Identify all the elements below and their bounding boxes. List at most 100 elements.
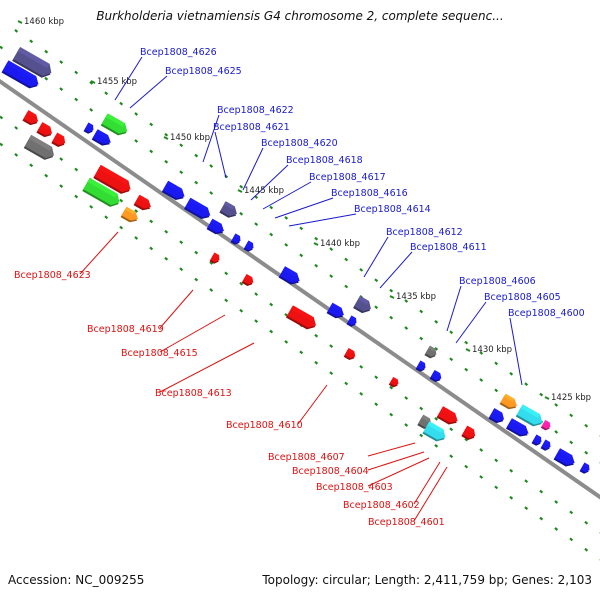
gene-feature — [209, 252, 220, 264]
gene-feature — [415, 360, 426, 372]
gene-feature-highlight — [347, 348, 355, 354]
scale-label: 1445 kbp — [244, 186, 284, 196]
scale-tick — [14, 126, 19, 130]
scale-tick — [509, 495, 514, 500]
scale-tick — [404, 423, 409, 427]
scale-tick — [209, 191, 214, 195]
scale-tick — [194, 250, 199, 255]
scale-tick — [524, 479, 529, 484]
scale-tick — [434, 346, 439, 351]
forward-gene-label: Bcep1808_4600 — [508, 308, 585, 319]
scale-tick — [164, 229, 169, 234]
gene-feature-highlight — [503, 393, 515, 402]
scale-label-tick — [389, 295, 395, 299]
reverse-label-leader — [159, 289, 194, 329]
gene-feature — [12, 46, 52, 78]
gene-feature — [100, 113, 128, 136]
scale-tick — [44, 76, 49, 81]
scale-tick — [404, 396, 409, 400]
scale-tick — [449, 330, 454, 335]
scale-tick — [224, 271, 229, 276]
scale-tick — [209, 164, 214, 168]
forward-label-leader — [202, 114, 220, 163]
scale-tick — [554, 527, 559, 531]
reverse-label-leader — [413, 466, 448, 522]
gene-feature — [286, 305, 317, 330]
gene-feature — [23, 134, 55, 160]
gene-feature-highlight — [419, 360, 426, 366]
accession-text: Accession: NC_009255 — [8, 573, 145, 587]
forward-label-leader — [242, 147, 264, 191]
gene-feature-body — [83, 177, 120, 206]
scale-tick — [389, 412, 394, 417]
scale-tick — [554, 403, 559, 407]
gene-feature — [515, 404, 543, 427]
gene-feature — [540, 419, 551, 431]
gene-feature — [243, 240, 254, 252]
scale-tick — [464, 437, 469, 442]
gene-feature-highlight — [421, 414, 431, 422]
gene-feature-highlight — [87, 177, 118, 198]
scale-tick — [194, 180, 199, 185]
gene-feature-highlight — [441, 406, 456, 417]
scale-tick — [569, 413, 574, 418]
gene-feature — [424, 345, 437, 359]
gene-feature-highlight — [95, 129, 109, 139]
scale-tick — [584, 450, 589, 455]
scale-tick — [104, 215, 109, 220]
gene-feature — [343, 348, 356, 360]
reverse-label-leader — [367, 442, 416, 457]
gene-feature-highlight — [105, 113, 126, 127]
scale-tick — [584, 547, 589, 552]
gene-feature — [429, 370, 442, 382]
gene-feature-body — [13, 46, 52, 77]
scale-tick — [0, 142, 4, 147]
scale-label-tick — [313, 242, 319, 246]
scale-tick — [149, 122, 154, 127]
gene-feature-highlight — [188, 197, 208, 212]
scale-label: 1430 kbp — [472, 345, 512, 355]
gene-feature — [91, 129, 111, 146]
gene-features — [1, 46, 590, 474]
scale-tick — [149, 149, 154, 154]
label-leaders — [79, 56, 523, 522]
gene-feature-highlight — [28, 134, 53, 151]
reverse-label-leader — [159, 314, 226, 353]
scale-label: 1460 kbp — [24, 17, 64, 27]
gene-feature — [206, 218, 224, 235]
gene-feature-highlight — [427, 421, 444, 433]
gene-feature — [346, 315, 357, 327]
gene-feature — [219, 201, 237, 218]
forward-gene-label: Bcep1808_4606 — [459, 276, 536, 287]
gene-feature-highlight — [87, 122, 94, 128]
scale-tick — [104, 91, 109, 96]
gene-feature — [353, 295, 371, 314]
gene-feature — [183, 197, 211, 219]
scale-tick — [389, 385, 394, 390]
scale-tick — [524, 506, 529, 511]
scale-tick — [164, 256, 169, 261]
gene-feature-highlight — [544, 439, 551, 445]
reverse-label-leader — [367, 457, 430, 487]
gene-feature — [531, 434, 542, 446]
gene-feature-highlight — [350, 315, 357, 321]
scale-tick — [74, 167, 79, 172]
scale-tick — [554, 500, 559, 504]
gene-feature-highlight — [357, 295, 370, 305]
scale-tick — [359, 365, 364, 369]
gene-feature-body — [24, 134, 55, 159]
scale-tick — [59, 184, 64, 188]
gene-feature — [51, 132, 66, 147]
gene-feature — [36, 122, 53, 138]
forward-gene-label: Bcep1808_4625 — [165, 66, 242, 77]
reverse-label-leader — [297, 384, 328, 425]
scale-tick — [539, 392, 544, 397]
gene-feature — [326, 302, 344, 319]
scale-tick — [374, 375, 379, 380]
gene-feature — [22, 110, 39, 126]
scale-tick — [479, 378, 484, 382]
reverse-label-leader — [159, 342, 255, 393]
reverse-gene-label: Bcep1808_4615 — [121, 348, 198, 359]
scale-tick — [284, 243, 289, 247]
scale-tick — [14, 29, 19, 33]
